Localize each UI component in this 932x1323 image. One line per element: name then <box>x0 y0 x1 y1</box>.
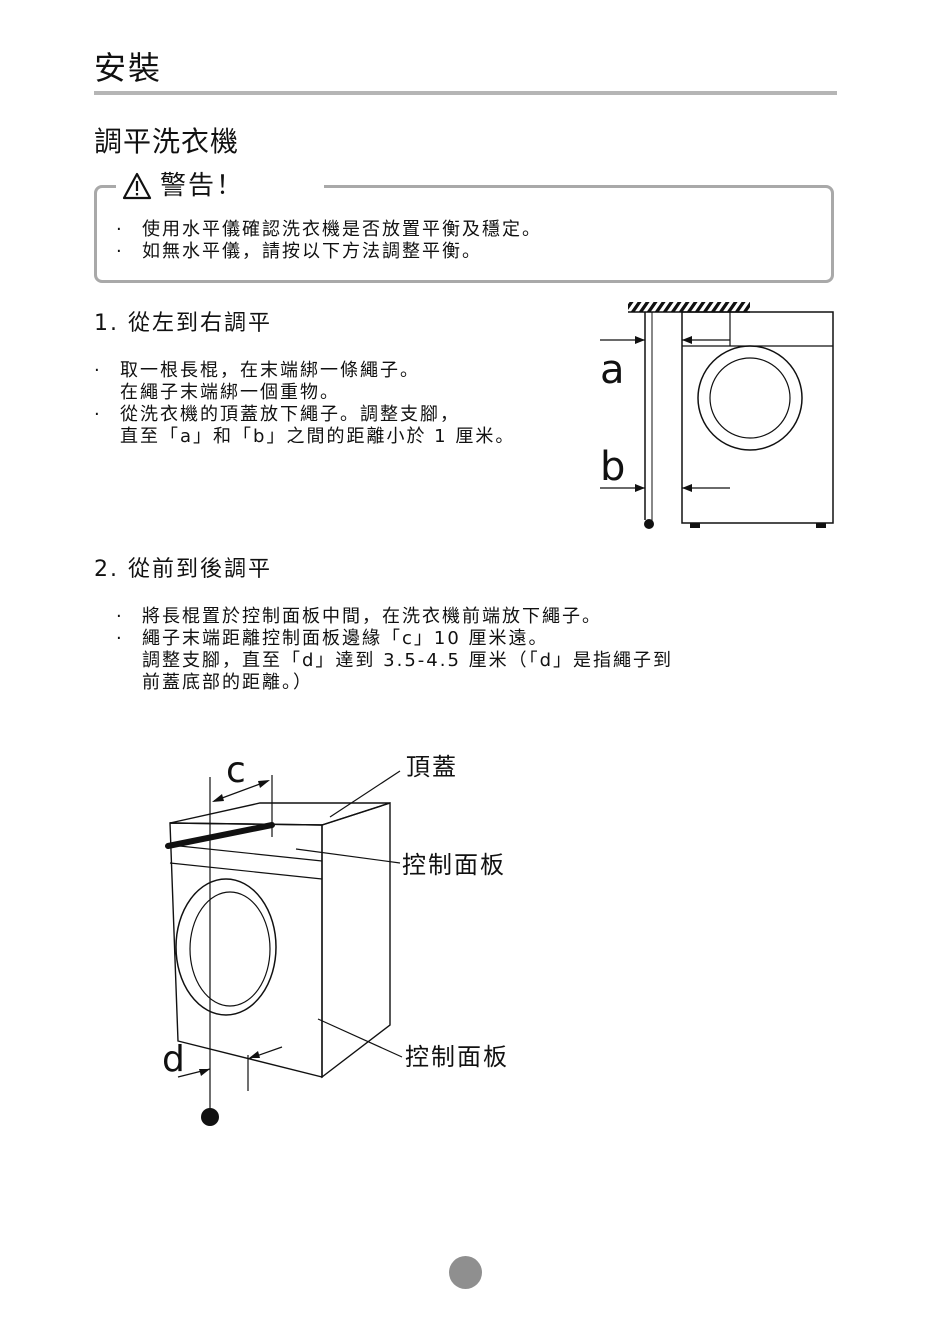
perspective-diagram: c d 頂蓋 控制面板 控制面板 <box>150 745 550 1135</box>
step1-item-continued: 直至「a」和「b」之間的距離小於 1 厘米。 <box>94 426 574 448</box>
step1-item: ·從洗衣機的頂蓋放下繩子。調整支腳， <box>94 404 574 426</box>
warning-item: ·使用水平儀確認洗衣機是否放置平衡及穩定。 <box>116 219 816 241</box>
label-b: b <box>600 444 625 490</box>
warning-label: 警告！ <box>116 168 324 204</box>
label-control-panel: 控制面板 <box>402 851 506 879</box>
page-number-badge <box>449 1256 482 1289</box>
title-divider <box>94 91 837 95</box>
label-d: d <box>162 1039 185 1080</box>
page-title: 安裝 <box>94 48 162 88</box>
plumb-weight <box>201 1108 219 1126</box>
step2-list: ·將長棍置於控制面板中間，在洗衣機前端放下繩子。 ·繩子末端距離控制面板邊緣「c… <box>116 606 796 694</box>
step1-item-continued: 在繩子末端綁一個重物。 <box>94 382 574 404</box>
side-view-diagram: a b <box>590 290 850 540</box>
label-control-panel-lower: 控制面板 <box>405 1043 509 1071</box>
leveling-rod <box>168 825 272 846</box>
step2-title: 2. 從前到後調平 <box>94 555 272 585</box>
washer-side-body <box>682 312 833 523</box>
step2-item: ·將長棍置於控制面板中間，在洗衣機前端放下繩子。 <box>116 606 796 628</box>
label-c: c <box>226 750 246 791</box>
section-title: 調平洗衣機 <box>94 122 239 162</box>
washer-door-outer <box>176 879 276 1015</box>
step2-item-continued: 前蓋底部的距離。） <box>116 672 796 694</box>
warning-item: ·如無水平儀，請按以下方法調整平衡。 <box>116 241 816 263</box>
washer-front-face <box>170 823 322 1077</box>
label-top-cover: 頂蓋 <box>406 753 458 781</box>
label-a: a <box>600 347 625 393</box>
warning-label-text: 警告！ <box>160 168 244 204</box>
step2-item: ·繩子末端距離控制面板邊緣「c」10 厘米遠。 <box>116 628 796 650</box>
ceiling-hatch <box>628 302 750 312</box>
washer-door-inner <box>710 358 790 438</box>
washer-door-outer <box>698 346 802 450</box>
control-panel <box>170 863 322 879</box>
step1-list: ·取一根長棍，在末端綁一條繩子。 在繩子末端綁一個重物。 ·從洗衣機的頂蓋放下繩… <box>94 360 574 448</box>
step1-item: ·取一根長棍，在末端綁一條繩子。 <box>94 360 574 382</box>
warning-triangle-icon <box>122 172 152 200</box>
step2-item-continued: 調整支腳，直至「d」達到 3.5-4.5 厘米（「d」是指繩子到 <box>116 650 796 672</box>
washer-door-inner <box>190 892 270 1006</box>
warning-list: ·使用水平儀確認洗衣機是否放置平衡及穩定。 ·如無水平儀，請按以下方法調整平衡。 <box>116 219 816 263</box>
step1-title: 1. 從左到右調平 <box>94 309 272 339</box>
